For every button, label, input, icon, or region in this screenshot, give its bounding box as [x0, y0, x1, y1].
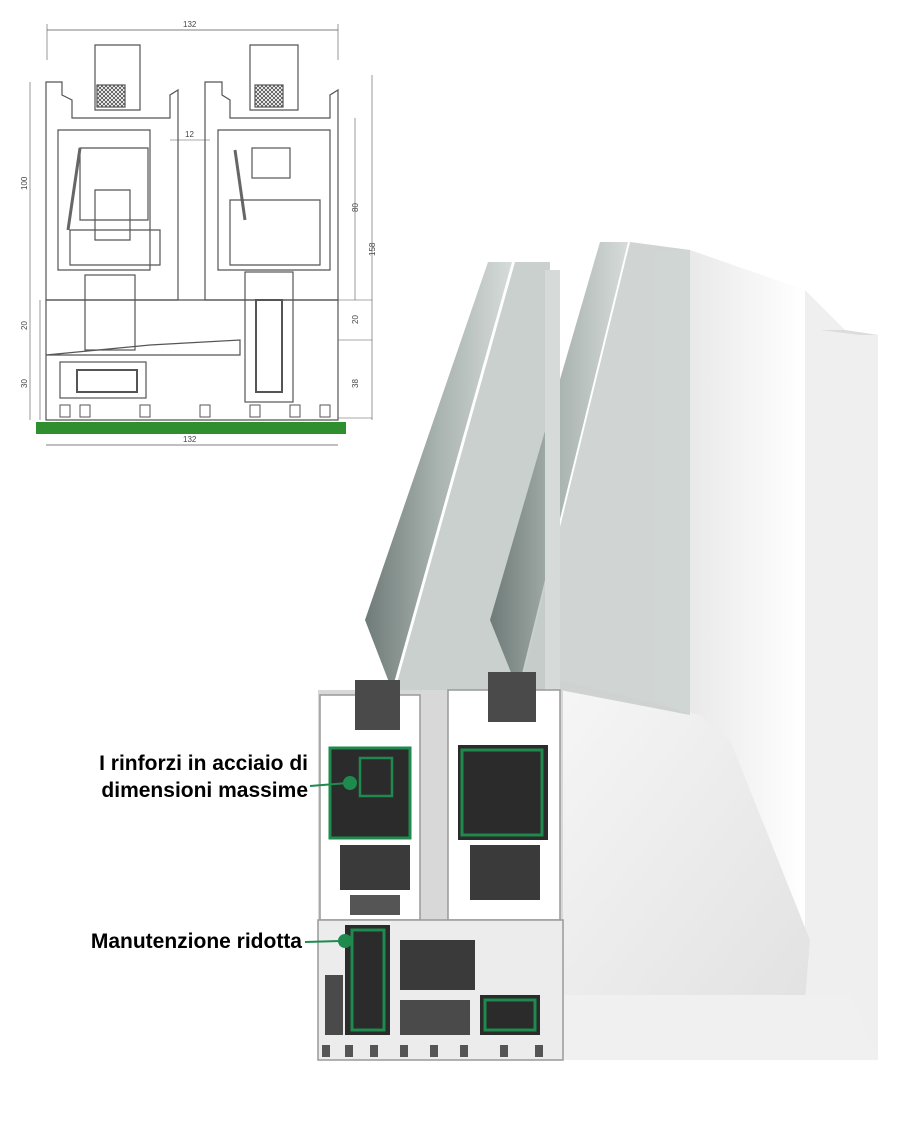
dim-left-height-mid: 20 [20, 321, 29, 330]
glass-pane-outer-1 [365, 262, 512, 690]
dim-right-height-total: 158 [368, 242, 377, 256]
dim-gap-between-sashes: 12 [185, 130, 194, 139]
dim-top-width: 132 [183, 20, 197, 29]
maintenance-pointer [304, 934, 352, 948]
window-profile-3d-render [317, 242, 878, 1061]
reinforcement-callout-line1: I rinforzi in acciaio di [99, 752, 308, 775]
dim-right-height-bottom: 38 [351, 379, 360, 388]
reinforcement-pointer [309, 776, 357, 790]
dim-right-height-mid: 20 [351, 315, 360, 324]
reinforcement-callout-line2: dimensioni massime [101, 779, 308, 802]
reinforcement-callout: I rinforzi in acciaio di dimensioni mass… [46, 750, 308, 804]
maintenance-callout: Manutenzione ridotta [90, 930, 302, 953]
technical-cross-section-drawing [29, 24, 373, 446]
dim-left-height-bottom: 30 [20, 379, 29, 388]
dim-bottom-width: 132 [183, 435, 197, 444]
dim-right-height-sash: 80 [351, 203, 360, 212]
dim-left-height-top: 100 [20, 176, 29, 190]
drawing-base-bar [36, 422, 346, 434]
glass-pane-inner-2 [520, 242, 690, 715]
